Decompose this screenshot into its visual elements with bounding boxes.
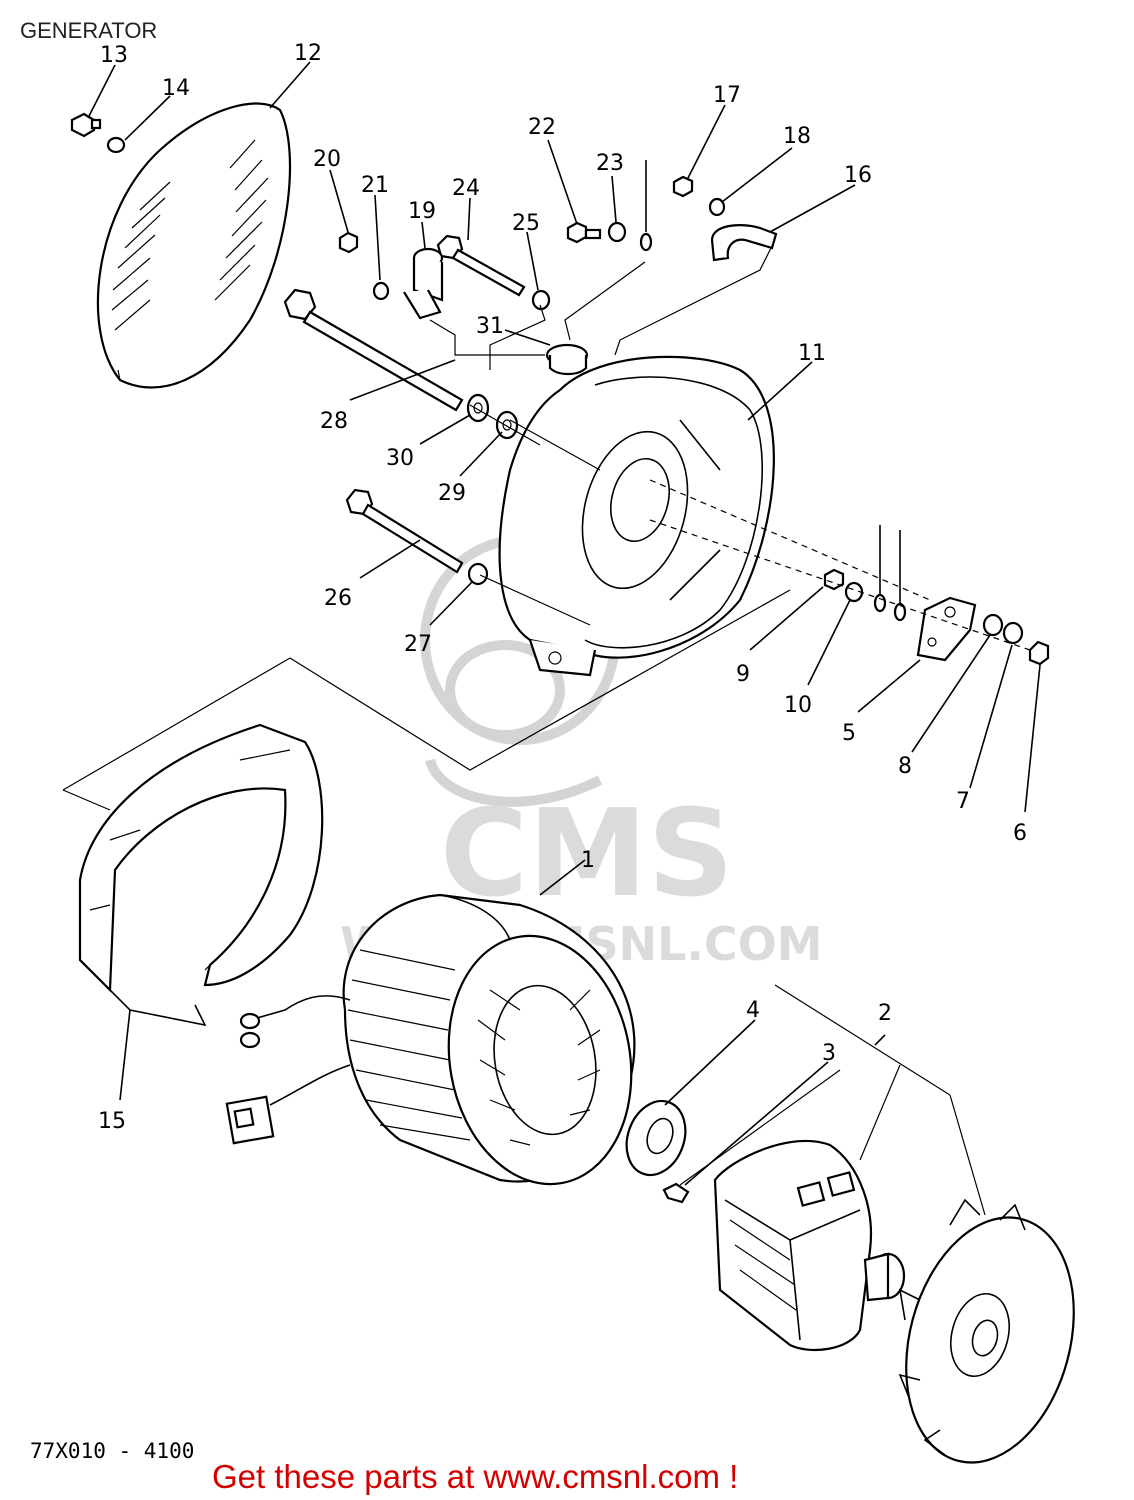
- part-1-stator: [342, 893, 636, 1186]
- callout-2: 2: [878, 1001, 892, 1026]
- callout-22: 22: [528, 115, 556, 140]
- part-2-rotor: [713, 1139, 906, 1352]
- callout-29: 29: [438, 481, 466, 506]
- part-16-clip: [710, 224, 778, 262]
- small-bolts: [338, 175, 1050, 666]
- washers: [372, 197, 1024, 645]
- callout-27: 27: [404, 632, 432, 657]
- part-12-end-cover: [96, 102, 292, 389]
- callout-18: 18: [783, 124, 811, 149]
- diagram-title: GENERATOR: [20, 18, 157, 43]
- stator-wire-leads: [225, 995, 351, 1145]
- callout-13: 13: [100, 43, 128, 68]
- part-19-clamp: [403, 247, 444, 320]
- callout-21: 21: [361, 173, 389, 198]
- part-24-bolt: [436, 234, 526, 297]
- footer-promo[interactable]: Get these parts at www.cmsnl.com !: [212, 1458, 738, 1495]
- guide-lines: [62, 239, 1031, 1216]
- callout-12: 12: [294, 41, 322, 66]
- callout-3: 3: [822, 1041, 836, 1066]
- callout-15: 15: [98, 1109, 126, 1134]
- part-23-wire-terminal: [639, 160, 653, 252]
- drawing-code: 77X010 - 4100: [30, 1439, 194, 1463]
- part-26-bolt: [345, 488, 464, 574]
- callouts: 1 2 3 4 5 6 7 8 9 10 11 12 13 14 15 16 1…: [98, 41, 1027, 1134]
- callout-25: 25: [512, 211, 540, 236]
- part-31-cap: [545, 343, 589, 376]
- callout-20: 20: [313, 147, 341, 172]
- callout-1: 1: [581, 848, 595, 873]
- callout-24: 24: [452, 176, 480, 201]
- callout-5: 5: [842, 721, 856, 746]
- callout-7: 7: [956, 789, 970, 814]
- callout-23: 23: [596, 151, 624, 176]
- callout-16: 16: [844, 163, 872, 188]
- callout-30: 30: [386, 446, 414, 471]
- callout-17: 17: [713, 83, 741, 108]
- callout-28: 28: [320, 409, 348, 434]
- callout-26: 26: [324, 586, 352, 611]
- part-13-bolt: [70, 112, 102, 138]
- part-5-terminal-plate: [873, 525, 977, 662]
- part-15-shroud: [78, 723, 324, 1027]
- callout-19: 19: [408, 199, 436, 224]
- callout-8: 8: [898, 754, 912, 779]
- callout-11: 11: [798, 341, 826, 366]
- part-28-long-bolt: [283, 288, 464, 412]
- part-11-housing: [498, 355, 775, 677]
- part-14-washer: [106, 136, 126, 154]
- callout-9: 9: [736, 662, 750, 687]
- callout-14: 14: [162, 76, 190, 101]
- part-3-key: [662, 1182, 690, 1204]
- callout-4: 4: [746, 998, 760, 1023]
- callout-31: 31: [476, 314, 504, 339]
- part-2-fan: [898, 1198, 1075, 1464]
- callout-10: 10: [784, 693, 812, 718]
- leader-lines: [87, 61, 1041, 1186]
- callout-6: 6: [1013, 821, 1027, 846]
